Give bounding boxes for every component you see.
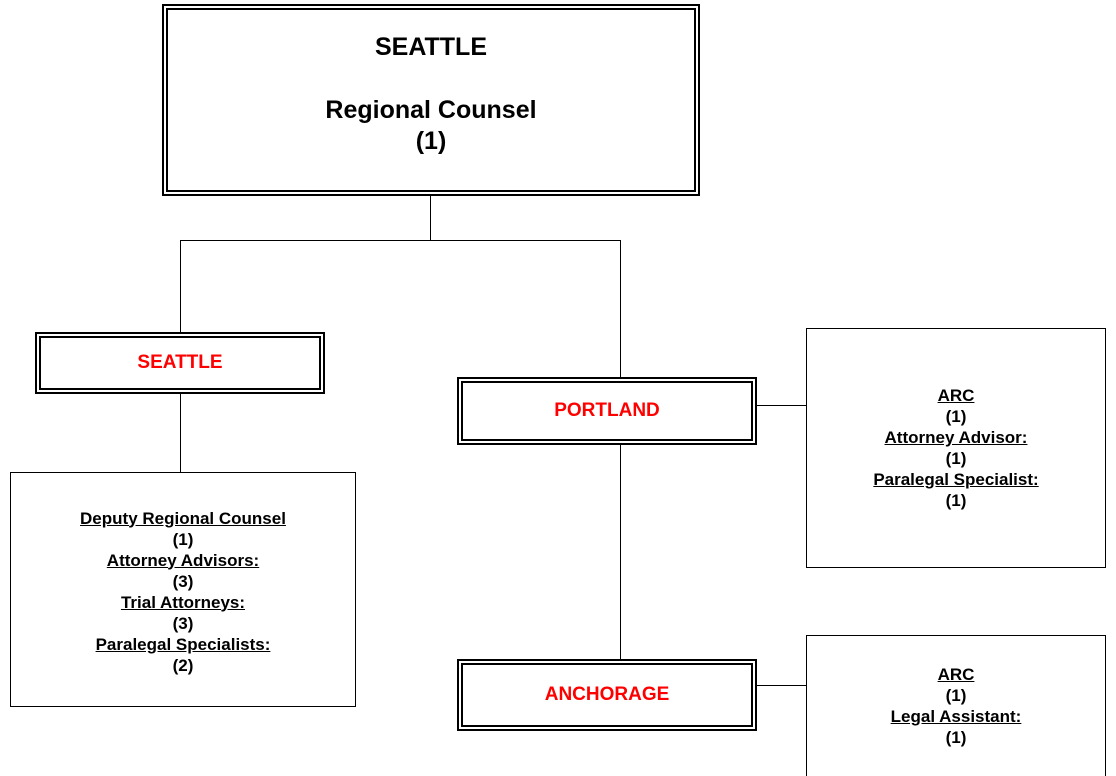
regional-counsel-box: SEATTLE Regional Counsel (1) [162,4,700,196]
staff-title: Deputy Regional Counsel [80,508,286,528]
portland-office-box: PORTLAND [457,377,757,445]
portland-staff-box: ARC (1) Attorney Advisor: (1) Paralegal … [806,328,1106,568]
staff-count: (1) [945,407,967,426]
root-city: SEATTLE [374,33,488,61]
anchorage-office-name: ANCHORAGE [544,684,670,705]
staff-title: Trial Attorneys: [120,592,246,612]
root-role: Regional Counsel [325,96,537,124]
staff-count: (2) [172,655,194,675]
staff-count: (1) [945,449,967,468]
staff-count: (3) [172,571,194,591]
connector-portland-anchorage [620,445,621,659]
staff-title: ARC [937,665,975,684]
connector-portland-detail [757,405,806,406]
seattle-office-box: SEATTLE [35,332,325,394]
staff-count: (1) [945,728,967,747]
root-count: (1) [415,127,447,155]
staff-count: (3) [172,613,194,633]
seattle-office-name: SEATTLE [137,352,223,373]
connector-horizontal [180,240,621,241]
staff-count: (1) [172,529,194,549]
staff-title: Attorney Advisor: [884,428,1028,447]
anchorage-office-box: ANCHORAGE [457,659,757,731]
staff-count: (1) [945,491,967,510]
connector-seattle-detail [180,394,181,472]
connector-anchorage-detail [757,685,806,686]
staff-title: Attorney Advisors: [106,550,260,570]
staff-count: (1) [945,686,967,705]
connector-to-seattle [180,240,181,332]
anchorage-staff-box: ARC (1) Legal Assistant: (1) [806,635,1106,776]
staff-title: Paralegal Specialist: [873,470,1039,489]
seattle-staff-box: Deputy Regional Counsel (1) Attorney Adv… [10,472,356,707]
staff-title: Paralegal Specialists: [95,634,271,654]
connector-to-portland [620,240,621,377]
connector-root-down [430,196,431,240]
portland-office-name: PORTLAND [554,400,660,421]
staff-title: Legal Assistant: [890,707,1022,726]
staff-title: ARC [937,386,975,405]
